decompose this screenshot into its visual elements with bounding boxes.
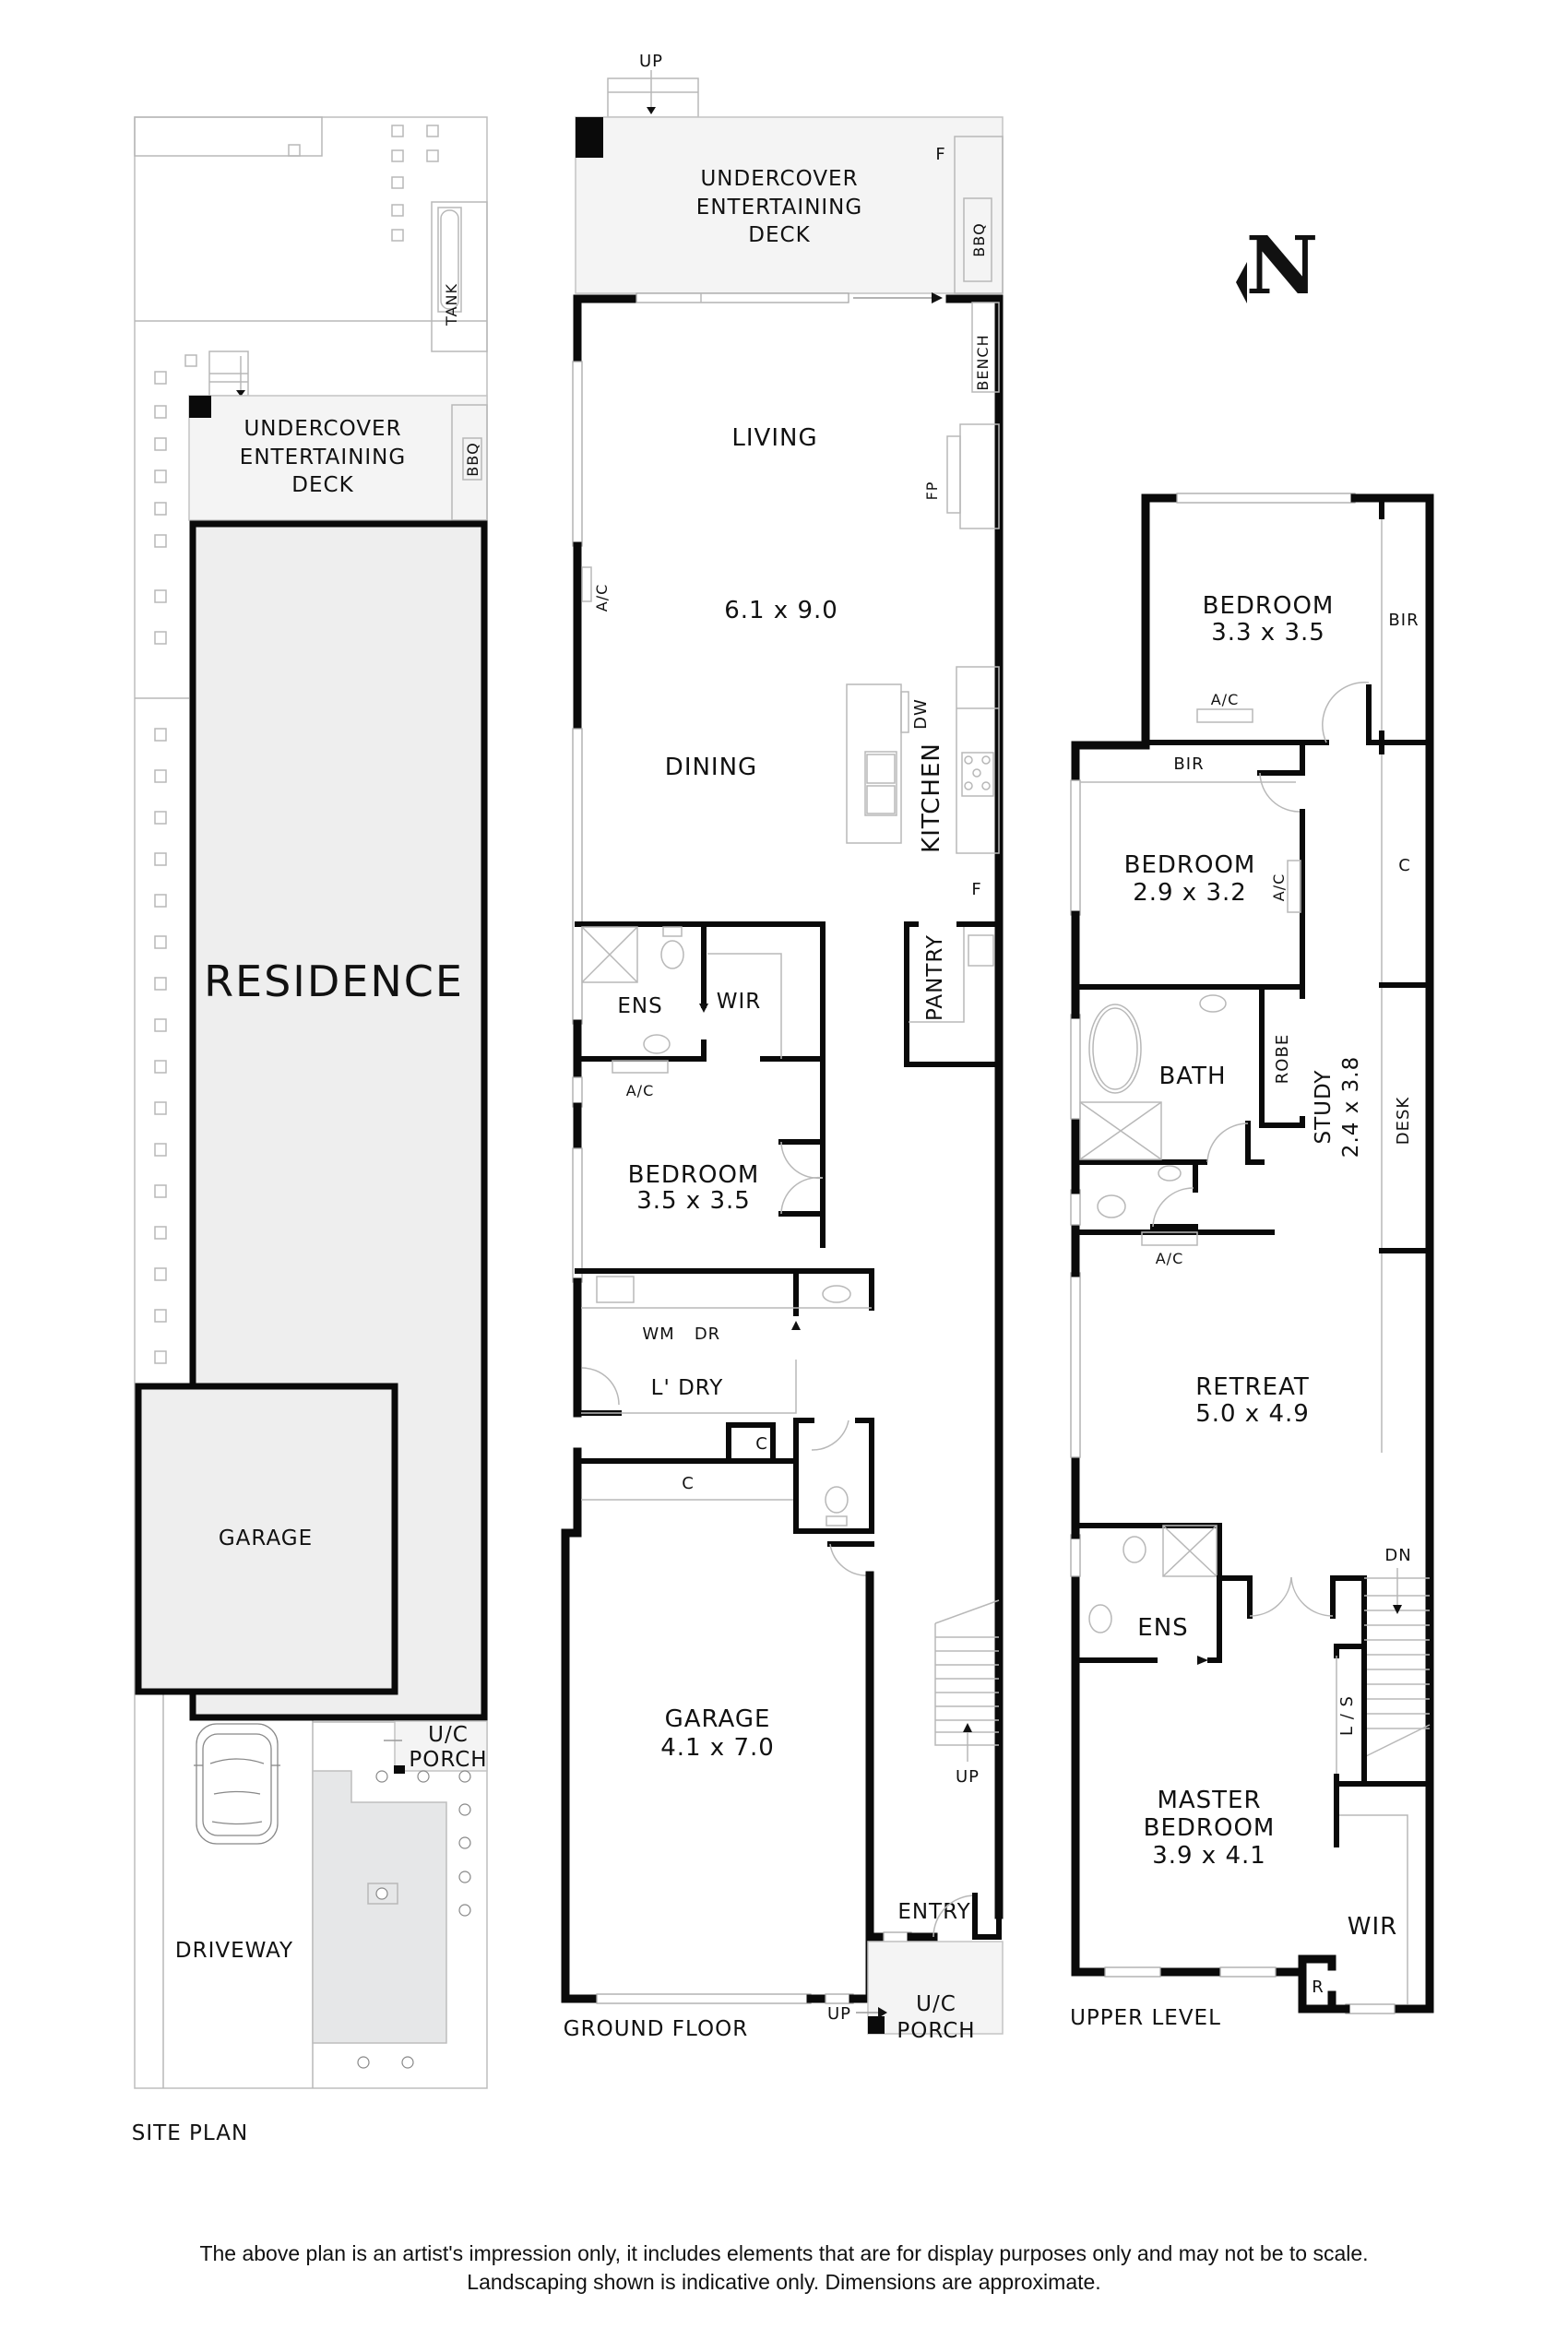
site-deck-label-1: UNDERCOVER [244,417,401,441]
porch-label-1: U/C [916,1992,956,2016]
bed1-label: BEDROOM [1203,592,1335,620]
ground-floor: UP BBQ F UNDERCOVER ENTERTAINING DECK [561,52,1004,2043]
kitchen-label: KITCHEN [918,742,945,853]
ls-label: L / S [1337,1695,1357,1736]
master-dims: 3.9 x 4.1 [1152,1842,1266,1870]
entry-label: ENTRY [897,1900,970,1924]
bath-label: BATH [1158,1063,1226,1090]
bed1-dims: 3.3 x 3.5 [1211,619,1325,647]
site-deck-label-3: DECK [291,473,353,497]
shrubs [357,1770,471,2069]
site-bbq-label: BBQ [464,442,481,477]
porch-up-label: UP [827,2004,851,2024]
deck-up-label: UP [639,52,663,71]
linen-label: C [1398,856,1411,875]
ground-floor-title: GROUND FLOOR [564,2017,748,2041]
pantry-label: PANTRY [923,934,947,1021]
bedroom-dims: 3.5 x 3.5 [636,1187,751,1215]
bbq-label: BBQ [970,222,988,257]
site-porch-label-2: PORCH [409,1748,487,1772]
bench-label: BENCH [974,334,992,390]
upper-level: A/C BIR BEDROOM 3.3 x 3.5 BIR A/C BEDROO… [1070,493,1434,2030]
living-label: LIVING [731,424,817,452]
upper-wir-label: WIR [1348,1913,1397,1941]
site-porch-label-1: U/C [428,1723,469,1747]
ac2-label: A/C [1270,873,1288,902]
laundry-label: L' DRY [651,1376,724,1400]
site-garage-label: GARAGE [219,1526,313,1550]
cooktop-icon [964,755,991,790]
disclaimer: The above plan is an artist's impression… [0,2239,1568,2297]
disclaimer-line-1: The above plan is an artist's impression… [199,2241,1369,2265]
fridge-label: F [971,880,981,899]
residence-label: RESIDENCE [204,956,464,1006]
deck-label-1: UNDERCOVER [700,167,858,191]
deck-fridge-label: F [935,145,945,164]
ac-bed-label: A/C [626,1082,655,1099]
disclaimer-line-2: Landscaping shown is indicative only. Di… [467,2270,1101,2294]
master-label-2: BEDROOM [1144,1814,1276,1842]
car-icon [194,1723,280,1845]
desk-label: DESK [1394,1097,1413,1146]
north-label: N [1246,220,1319,313]
study-label: STUDY [1312,1070,1336,1145]
dining-label: DINING [665,754,757,781]
garage-dims: 4.1 x 7.0 [660,1734,775,1762]
bed2-dims: 2.9 x 3.2 [1133,879,1247,907]
bir1-label: BIR [1388,611,1419,630]
wir-label: WIR [717,990,762,1014]
ac-living-label: A/C [593,584,611,612]
dn-label: DN [1384,1546,1411,1565]
wm-label: WM [642,1324,674,1344]
retreat-label: RETREAT [1195,1373,1310,1401]
upper-level-title: UPPER LEVEL [1070,2006,1221,2030]
bir2-label: BIR [1173,754,1204,774]
dishwasher-label: DW [911,698,931,730]
robe-label: ROBE [1273,1034,1292,1084]
driveway-label: DRIVEWAY [175,1939,293,1963]
bedroom-label: BEDROOM [628,1161,760,1189]
north-arrow-icon: N [1236,220,1318,313]
bed2-label: BEDROOM [1124,851,1256,879]
porch-label-2: PORCH [897,2019,975,2043]
r-label: R [1312,1978,1324,1997]
site-plan: TANK BBQ UNDERCOVER ENTERTAINING DECK RE… [132,116,488,2145]
dr-label: DR [695,1324,720,1344]
stairs-up-label: UP [956,1767,980,1787]
ens-label: ENS [617,994,662,1018]
ac3-label: A/C [1156,1250,1184,1267]
ac1-label: A/C [1211,691,1240,708]
site-deck-label-2: ENTERTAINING [240,445,406,469]
upper-ens-label: ENS [1137,1614,1188,1642]
site-plan-title: SITE PLAN [132,2121,248,2145]
living-dims: 6.1 x 9.0 [724,597,838,624]
cupboard-label: C [682,1474,695,1493]
deck-label-3: DECK [748,223,810,247]
garage-label: GARAGE [665,1705,771,1733]
study-dims: 2.4 x 3.8 [1339,1056,1363,1158]
cupboard-small-label: C [755,1434,768,1454]
garden-planters [154,125,439,1364]
retreat-dims: 5.0 x 4.9 [1195,1400,1310,1428]
stairs [935,1636,999,1762]
deck-label-2: ENTERTAINING [696,196,862,220]
fireplace-label: FP [923,481,941,501]
stairs-down [1363,1568,1431,1758]
tank-label: TANK [443,283,460,327]
master-label-1: MASTER [1157,1787,1261,1814]
